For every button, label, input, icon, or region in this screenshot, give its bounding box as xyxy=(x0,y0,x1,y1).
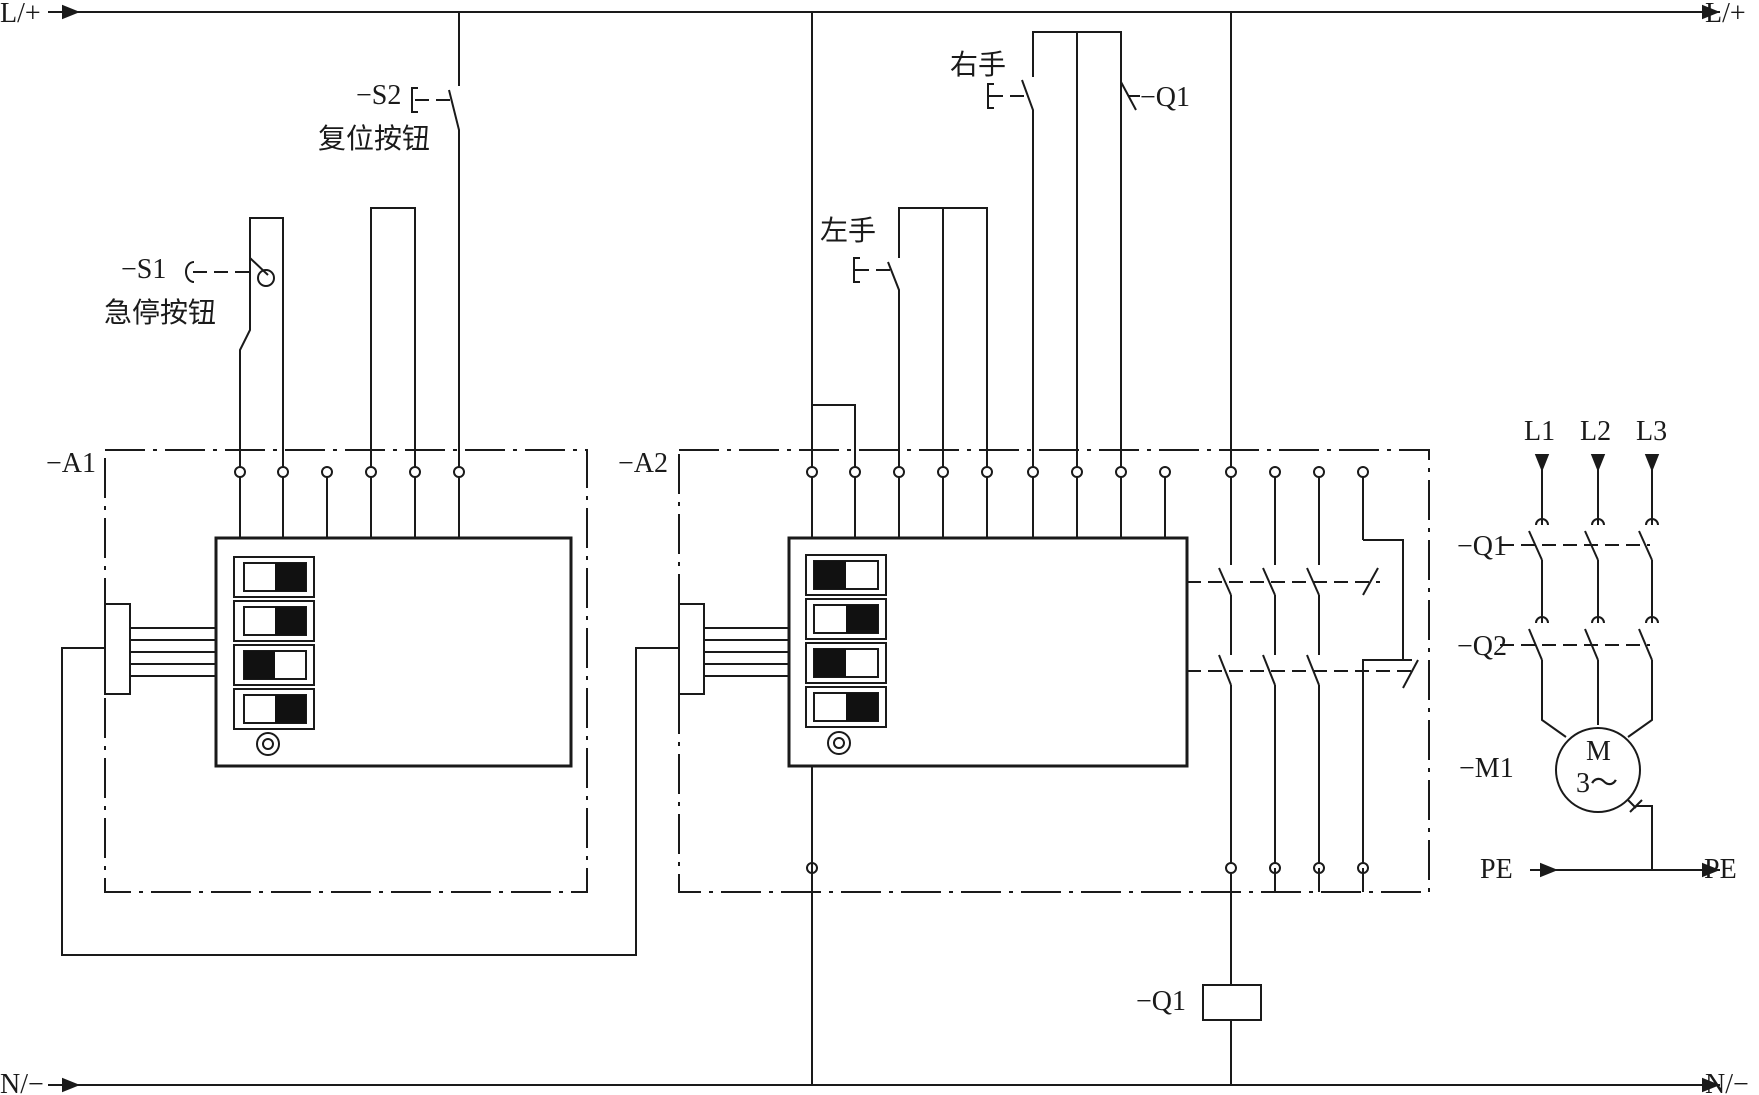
motor-q1-label: −Q1 xyxy=(1457,531,1507,562)
a1-reset-knob xyxy=(256,732,280,756)
s2-label: −S2 xyxy=(356,80,401,111)
left-hand-button-label: 左手 xyxy=(820,214,876,247)
motor-q2-label: −Q2 xyxy=(1457,631,1507,662)
a1-field-wiring xyxy=(61,12,679,956)
motor-tag-label: −M1 xyxy=(1459,753,1514,784)
a1-bus-connector xyxy=(104,603,131,695)
q1-coil-label: −Q1 xyxy=(1136,986,1186,1017)
motor-symbol-m: M xyxy=(1586,736,1611,767)
motor-m1-symbol xyxy=(1555,727,1641,813)
motor-symbol-3-phase: 3～ xyxy=(1576,768,1618,799)
return-rail-label-left: N/− xyxy=(0,1069,44,1095)
pe-label-left: PE xyxy=(1480,854,1513,885)
module-a1 xyxy=(104,449,588,893)
motor-power-circuit xyxy=(1500,454,1720,878)
a1-terminal-row xyxy=(234,466,465,538)
module-a2 xyxy=(678,449,1430,893)
a2-reset-knob xyxy=(827,731,851,755)
a2-output-contacts xyxy=(1187,477,1419,892)
s1-label: −S1 xyxy=(121,254,166,285)
a2-dip-switches xyxy=(805,554,887,728)
supply-rail-label-left: L/+ xyxy=(0,0,41,29)
s1-caption-emergency-stop: 急停按钮 xyxy=(104,296,216,329)
a2-bus-connector xyxy=(678,603,705,695)
s2-caption-reset: 复位按钮 xyxy=(318,122,430,155)
module-a1-tag: −A1 xyxy=(46,448,96,479)
module-a2-tag: −A2 xyxy=(618,448,668,479)
right-hand-button-label: 右手 xyxy=(950,48,1006,81)
phase-l1-label: L1 xyxy=(1524,416,1555,447)
supply-rail-label-right: L/+ xyxy=(1705,0,1746,29)
q1-feedback-contact-label: −Q1 xyxy=(1140,82,1190,113)
return-rail-label-right: N/− xyxy=(1705,1069,1749,1095)
a1-dip-switches xyxy=(233,556,315,730)
q1-contactor-coil xyxy=(1202,984,1262,1021)
pe-label-right: PE xyxy=(1704,854,1737,885)
phase-l3-label: L3 xyxy=(1636,416,1667,447)
a2-field-wiring xyxy=(811,12,1232,1085)
phase-l2-label: L2 xyxy=(1580,416,1611,447)
